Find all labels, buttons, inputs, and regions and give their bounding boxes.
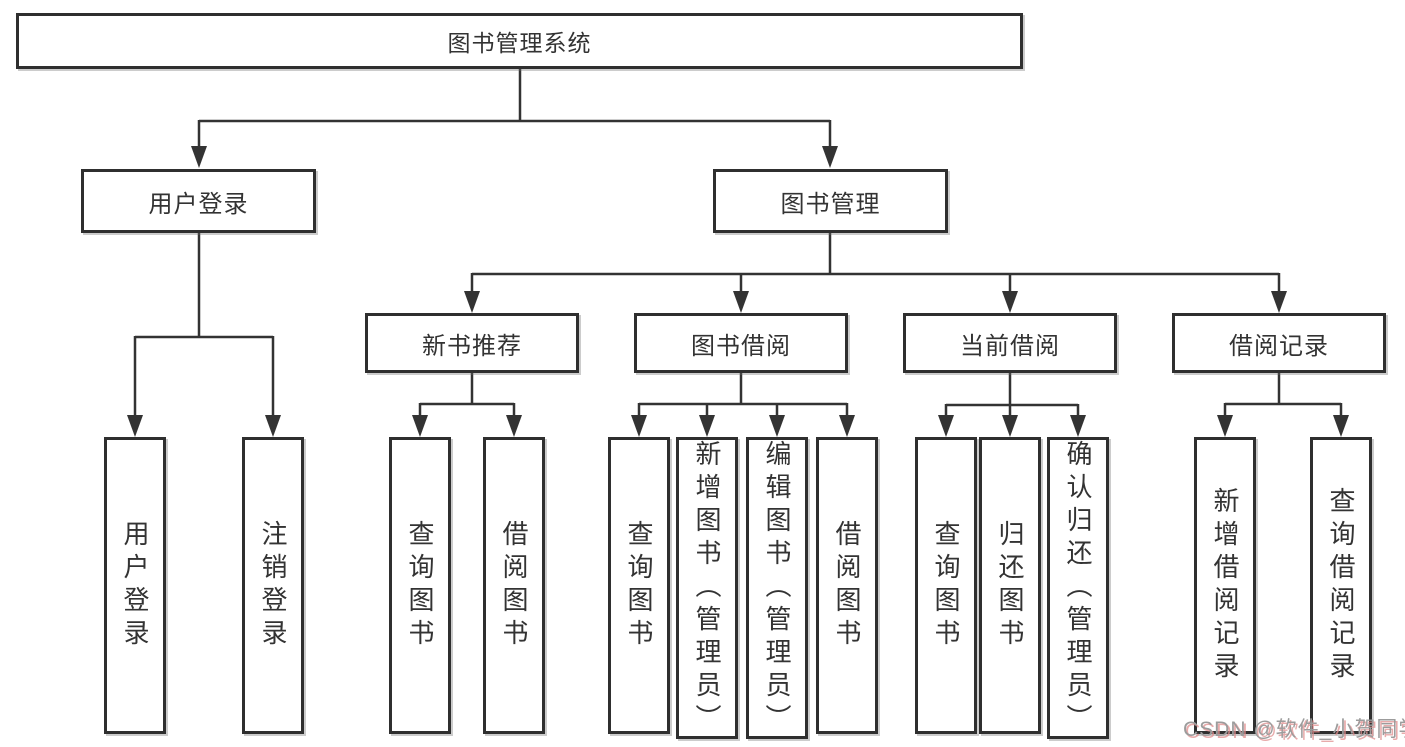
node-label: 新增借阅记录 xyxy=(1210,486,1240,685)
node-current-borrowing: 当前借阅 xyxy=(903,313,1117,373)
leaf-confirm-return-admin: 确认归还（管理员） xyxy=(1047,437,1109,739)
csdn-watermark: CSDN @软件_小贺同学 xyxy=(1183,718,1405,741)
leaf-borrow-books-recommend: 借阅图书 xyxy=(483,437,545,734)
node-label: 图书管理 xyxy=(780,190,881,218)
leaf-add-book-admin: 新增图书（管理员） xyxy=(676,437,738,739)
leaf-query-books-recommend: 查询图书 xyxy=(389,437,451,734)
node-label: 用户登录 xyxy=(120,519,150,652)
leaf-user-login: 用户登录 xyxy=(104,437,166,734)
node-label: 确认归还（管理员） xyxy=(1063,439,1093,737)
node-book-borrowing: 图书借阅 xyxy=(634,313,848,373)
node-label: 图书借阅 xyxy=(691,332,791,360)
node-library-management-system: 图书管理系统 xyxy=(16,13,1023,69)
node-label: 注销登录 xyxy=(258,519,288,652)
node-label: 用户登录 xyxy=(148,190,249,218)
node-label: 借阅记录 xyxy=(1229,332,1329,360)
node-label: 借阅图书 xyxy=(832,519,862,652)
leaf-logout: 注销登录 xyxy=(242,437,304,734)
node-label: 查询图书 xyxy=(624,519,654,652)
leaf-return-book: 归还图书 xyxy=(979,437,1041,734)
node-label: 当前借阅 xyxy=(960,332,1060,360)
node-label: 查询图书 xyxy=(405,519,435,652)
node-book-management: 图书管理 xyxy=(713,169,948,233)
leaf-edit-book-admin: 编辑图书（管理员） xyxy=(746,437,808,739)
node-label: 查询图书 xyxy=(931,519,961,652)
leaf-add-borrow-record: 新增借阅记录 xyxy=(1194,437,1256,734)
node-label: 新书推荐 xyxy=(422,332,522,360)
node-label: 图书管理系统 xyxy=(447,30,592,56)
node-user-login: 用户登录 xyxy=(81,169,316,233)
node-label: 借阅图书 xyxy=(499,519,529,652)
node-label: 归还图书 xyxy=(995,519,1025,652)
leaf-query-borrow-record: 查询借阅记录 xyxy=(1310,437,1372,734)
leaf-query-books-current: 查询图书 xyxy=(915,437,977,734)
node-new-book-recommendation: 新书推荐 xyxy=(365,313,579,373)
node-label: 编辑图书（管理员） xyxy=(762,439,792,737)
node-borrowing-records: 借阅记录 xyxy=(1172,313,1386,373)
node-label: 查询借阅记录 xyxy=(1326,486,1356,685)
leaf-borrow-books: 借阅图书 xyxy=(816,437,878,734)
leaf-query-books-borrow: 查询图书 xyxy=(608,437,670,734)
node-label: 新增图书（管理员） xyxy=(692,439,722,737)
